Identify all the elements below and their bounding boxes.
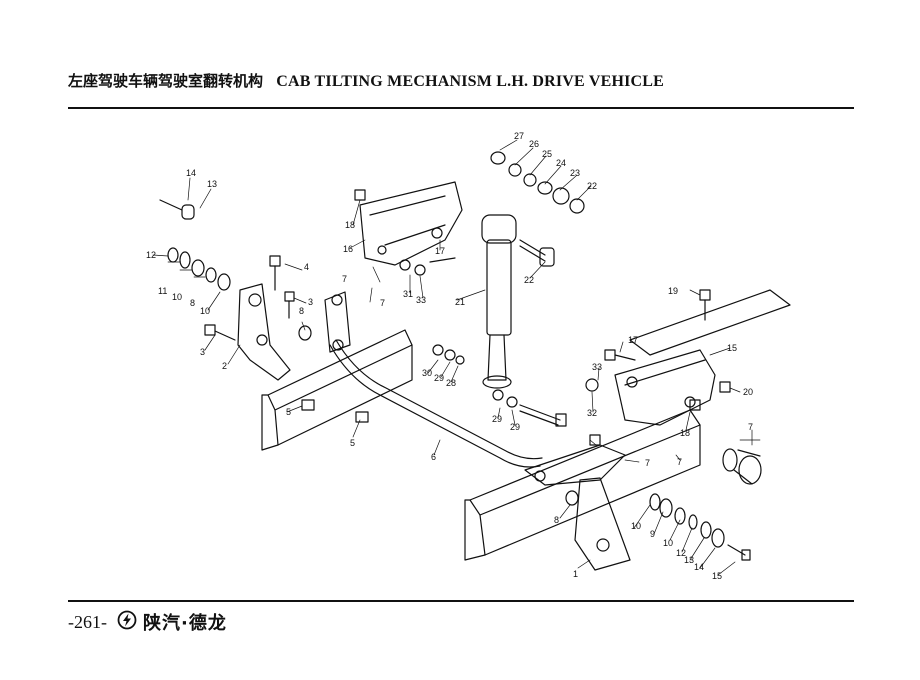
callout-label: 6 — [431, 452, 436, 462]
callout-label: 17 — [435, 246, 445, 256]
torsion-bar — [329, 339, 543, 468]
callout-label: 13 — [207, 179, 217, 189]
shock-absorber — [481, 214, 517, 389]
callout-label: 28 — [446, 378, 456, 388]
callout-label: 13 — [684, 555, 694, 565]
title-chinese: 左座驾驶车辆驾驶室翻转机构 — [68, 72, 264, 90]
callout-label: 5 — [350, 438, 355, 448]
lightning-bolt-icon — [117, 610, 137, 635]
callout-label: 7 — [748, 422, 753, 432]
callout-label: 3 — [200, 347, 205, 357]
callout-label: 29 — [492, 414, 502, 424]
callout-label: 22 — [524, 275, 534, 285]
callout-label: 15 — [727, 343, 737, 353]
callout-label: 23 — [570, 168, 580, 178]
callout-label: 2 — [222, 361, 227, 371]
callout-label: 29 — [510, 422, 520, 432]
callout-label: 22 — [587, 181, 597, 191]
callout-label: 14 — [694, 562, 704, 572]
bushing-set-top — [490, 151, 585, 214]
callout-label: 15 — [712, 571, 722, 581]
callout-label: 7 — [645, 458, 650, 468]
pin-assembly — [492, 389, 567, 427]
callout-label: 7 — [342, 274, 347, 284]
bushing-set-upper-left — [159, 199, 231, 291]
bolt-22 — [519, 239, 555, 267]
callout-label: 26 — [529, 139, 539, 149]
callout-label: 30 — [422, 368, 432, 378]
left-lever — [324, 291, 351, 353]
callout-label: 1 — [573, 569, 578, 579]
page-title: 左座驾驶车辆驾驶室翻转机构 CAB TILTING MECHANISM L.H.… — [68, 70, 664, 91]
callout-label: 5 — [286, 407, 291, 417]
callout-label: 27 — [514, 131, 524, 141]
callout-label: 10 — [172, 292, 182, 302]
callout-label: 8 — [190, 298, 195, 308]
title-english: CAB TILTING MECHANISM L.H. DRIVE VEHICLE — [276, 73, 665, 90]
callout-label: 4 — [304, 262, 309, 272]
right-bracket — [524, 444, 631, 571]
callout-label: 21 — [455, 297, 465, 307]
bushing-set-lower-right — [649, 493, 751, 561]
footer-rule — [68, 600, 854, 602]
fasteners — [204, 189, 731, 506]
callout-label: 10 — [663, 538, 673, 548]
callout-label: 32 — [587, 408, 597, 418]
right-mounting-plate — [629, 289, 791, 356]
callout-label: 33 — [416, 295, 426, 305]
left-bracket — [237, 283, 291, 381]
callout-label: 31 — [403, 289, 413, 299]
right-hinge-bracket — [614, 349, 716, 426]
callout-label: 11 — [158, 286, 167, 296]
callout-label: 17 — [628, 335, 638, 345]
callout-label: 12 — [146, 250, 156, 260]
callout-label: 19 — [668, 286, 678, 296]
callout-labels: 14 13 12 11 10 8 10 4 3 8 3 2 5 5 6 7 7 … — [146, 131, 753, 581]
leader-lines — [152, 139, 761, 576]
bushing-7-right — [722, 448, 762, 485]
callout-label: 3 — [308, 297, 313, 307]
right-frame-rail — [464, 409, 701, 561]
left-hinge-bracket — [359, 181, 463, 266]
callout-label: 33 — [592, 362, 602, 372]
callout-label: 10 — [631, 521, 641, 531]
header-rule — [68, 107, 854, 109]
callout-label: 9 — [650, 529, 655, 539]
brand-text: 陕汽·德龙 — [143, 613, 227, 634]
callout-label: 20 — [743, 387, 753, 397]
callout-label: 18 — [345, 220, 355, 230]
callout-label: 7 — [380, 298, 385, 308]
callout-label: 8 — [299, 306, 304, 316]
callout-label: 24 — [556, 158, 566, 168]
page-footer: -261- 陕汽·德龙 — [68, 609, 227, 635]
left-frame-rail — [261, 329, 413, 451]
callout-label: 18 — [680, 428, 690, 438]
callout-label: 12 — [676, 548, 686, 558]
callout-label: 7 — [677, 457, 682, 467]
page-number: -261- — [68, 611, 107, 632]
callout-label: 8 — [554, 515, 559, 525]
callout-label: 14 — [186, 168, 196, 178]
callout-label: 25 — [542, 149, 552, 159]
callout-label: 16 — [343, 244, 353, 254]
callout-label: 10 — [200, 306, 210, 316]
callout-label: 29 — [434, 373, 444, 383]
